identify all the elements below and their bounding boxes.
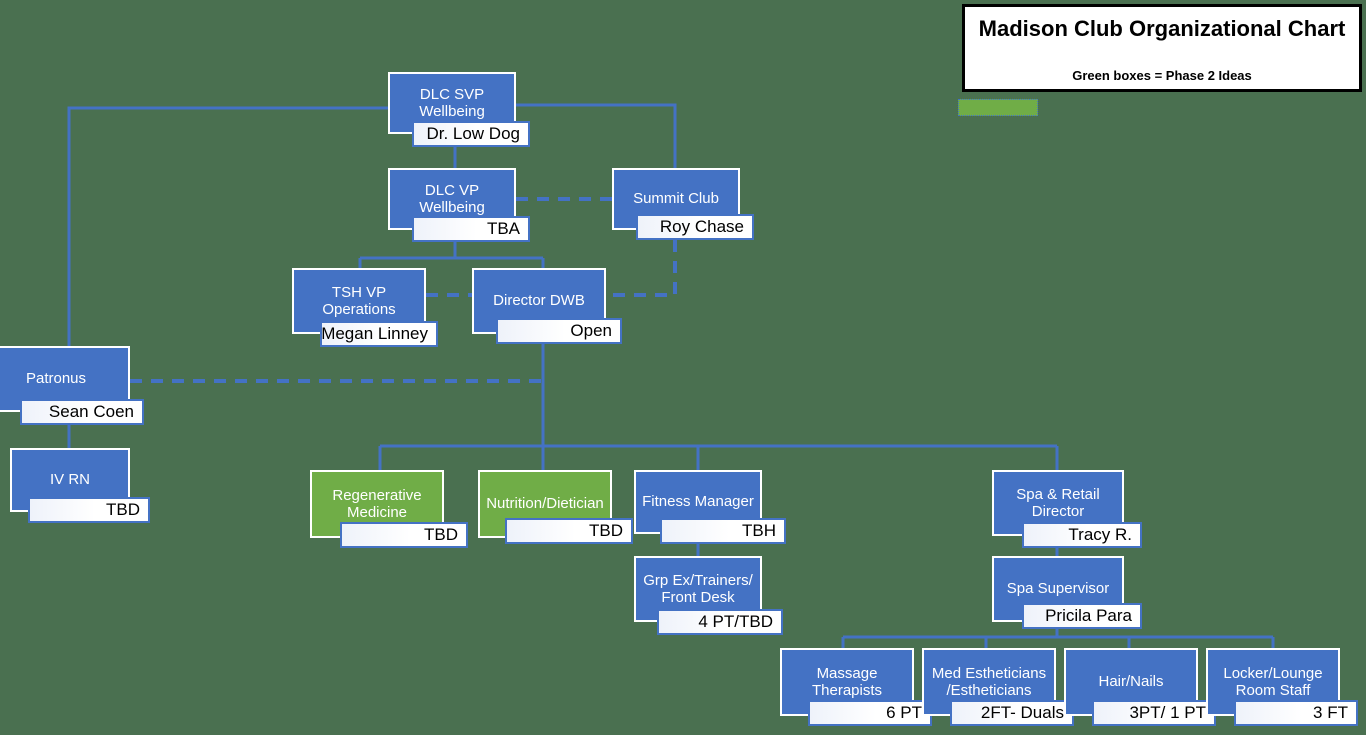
chart-title: Madison Club Organizational Chart (978, 16, 1346, 41)
org-node-name-grp-ex-trainers: 4 PT/TBD (657, 609, 783, 635)
connector-svp-to-summit (516, 103, 677, 168)
org-node-name-hair-nails: 3PT/ 1 PT (1092, 700, 1216, 726)
title-panel: Madison Club Organizational Chart Green … (962, 4, 1362, 92)
org-node-title-nutrition-dietician: Nutrition/Dietician (478, 470, 612, 538)
org-node-name-nutrition-dietician: TBD (505, 518, 633, 544)
org-node-name-locker-lounge-staff: 3 FT (1234, 700, 1358, 726)
org-node-name-director-dwb: Open (496, 318, 622, 344)
org-node-name-spa-supervisor: Pricila Para (1022, 603, 1142, 629)
org-node-title-grp-ex-trainers: Grp Ex/Trainers/ Front Desk (634, 556, 762, 622)
connector-svp-to-patronus (67, 106, 388, 346)
org-node-name-fitness-manager: TBH (660, 518, 786, 544)
org-node-name-med-estheticians: 2FT- Duals (950, 700, 1074, 726)
org-node-name-iv-rn: TBD (28, 497, 150, 523)
legend-green-swatch (958, 99, 1038, 116)
org-node-name-dlc-svp-wellbeing: Dr. Low Dog (412, 121, 530, 147)
legend-note: Green boxes = Phase 2 Ideas (1072, 68, 1252, 83)
org-node-name-patronus: Sean Coen (20, 399, 144, 425)
org-node-name-massage-therapists: 6 PT (808, 700, 932, 726)
connector-dashed-summit-dwb (606, 240, 677, 297)
org-node-name-spa-retail-director: Tracy R. (1022, 522, 1142, 548)
org-node-name-summit-club: Roy Chase (636, 214, 754, 240)
org-node-name-tsh-vp-operations: Megan Linney (320, 321, 438, 347)
org-node-name-dlc-vp-wellbeing: TBA (412, 216, 530, 242)
org-node-name-regenerative-medicine: TBD (340, 522, 468, 548)
connector-vp-to-children (358, 242, 545, 268)
